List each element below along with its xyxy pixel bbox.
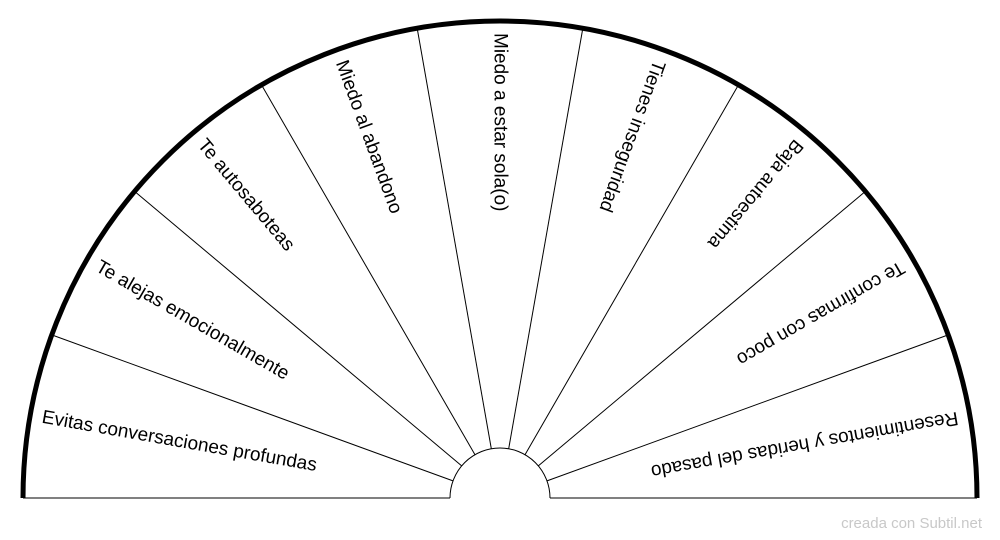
segment-label: Evitas conversaciones profundas xyxy=(40,407,318,476)
segment-label: Miedo al abandono xyxy=(331,57,406,216)
segment-divider xyxy=(524,84,739,455)
segment-divider xyxy=(51,334,454,482)
segment-labels: Evitas conversaciones profundas Te alejas… xyxy=(40,33,960,482)
inner-arc xyxy=(449,447,551,499)
segment-label: Miedo a estar sola(o) xyxy=(490,33,511,211)
outer-arc xyxy=(20,18,980,499)
segment-label: Te alejas emocionalmente xyxy=(92,256,293,384)
segment-label: Te confirmas con poco xyxy=(733,256,908,369)
segment-label: Tienes inseguridad xyxy=(595,57,669,214)
segment-label: Te autosaboteas xyxy=(193,135,299,255)
segment-divider xyxy=(508,28,584,449)
segment-divider xyxy=(537,191,866,467)
segment-label: Resentimientos y heridas del pasado xyxy=(649,407,959,482)
segment-divider xyxy=(261,84,476,455)
segment-label: Baja autoestima xyxy=(703,135,807,253)
credit-footer: creada con Subtil.net xyxy=(841,515,982,532)
segment-divider xyxy=(134,191,463,467)
segment-divider xyxy=(416,28,492,449)
segment-dividers xyxy=(51,28,949,482)
segment-divider xyxy=(546,334,949,482)
